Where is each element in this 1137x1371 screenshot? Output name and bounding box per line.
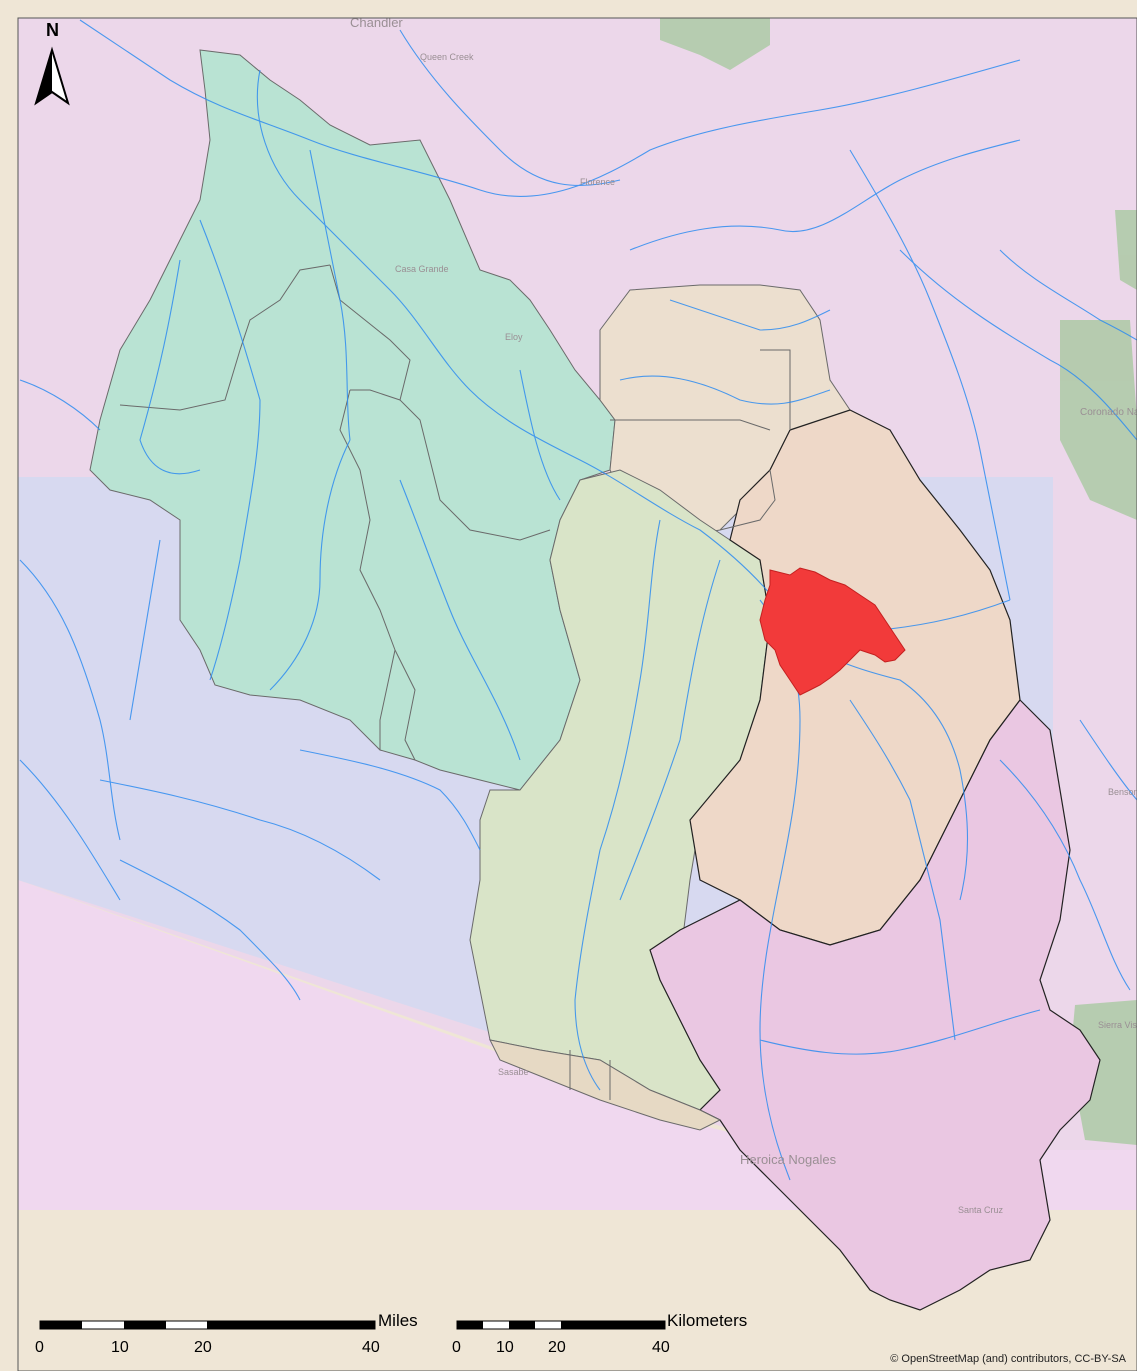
scalebar-km-tick-1: 10 xyxy=(496,1339,514,1356)
place-casa-grande: Casa Grande xyxy=(395,264,449,274)
scalebar-miles-tick-0: 0 xyxy=(35,1339,44,1356)
watershed-magenta xyxy=(649,699,1101,1311)
north-arrow: N xyxy=(34,20,70,106)
scalebar-miles-tick-1: 10 xyxy=(111,1339,129,1356)
scalebar-km: Kilometers 0 10 20 40 xyxy=(452,1311,747,1356)
watershed-south-strip xyxy=(489,1039,722,1131)
place-florence: Florence xyxy=(580,177,615,187)
place-benson: Benson xyxy=(1108,787,1137,797)
place-queen-creek: Queen Creek xyxy=(420,52,474,62)
place-santa-cruz: Santa Cruz xyxy=(958,1205,1004,1215)
north-arrow-label: N xyxy=(46,20,59,40)
map-frame xyxy=(17,17,1137,1371)
rivers xyxy=(19,19,1137,1181)
place-chandler: Chandler xyxy=(350,15,403,30)
attribution: © OpenStreetMap (and) contributors, CC-B… xyxy=(890,1353,1126,1365)
forest-patches xyxy=(660,18,1137,1145)
study-area xyxy=(759,567,906,696)
scalebar-km-unit: Kilometers xyxy=(667,1311,747,1330)
place-sierra-vista: Sierra Vista xyxy=(1098,1020,1137,1030)
place-coronado: Coronado National Forest xyxy=(1080,407,1137,418)
scalebar-miles-tick-3: 40 xyxy=(362,1339,380,1356)
scalebar-km-tick-2: 20 xyxy=(548,1339,566,1356)
region-mexico-pink xyxy=(18,880,1137,1210)
place-heroica-nogales: Heroica Nogales xyxy=(740,1152,837,1167)
scalebar-miles: Miles 0 10 20 40 xyxy=(35,1311,418,1356)
scalebar-miles-unit: Miles xyxy=(378,1311,418,1330)
scalebar-miles-tick-2: 20 xyxy=(194,1339,212,1356)
north-arrow-shade xyxy=(36,50,52,103)
place-eloy: Eloy xyxy=(505,332,523,342)
subwatershed-boundaries xyxy=(119,264,791,1100)
place-sasabe: Sasabe xyxy=(498,1067,529,1077)
scalebar-km-tick-3: 40 xyxy=(652,1339,670,1356)
scalebar-km-tick-0: 0 xyxy=(452,1339,461,1356)
